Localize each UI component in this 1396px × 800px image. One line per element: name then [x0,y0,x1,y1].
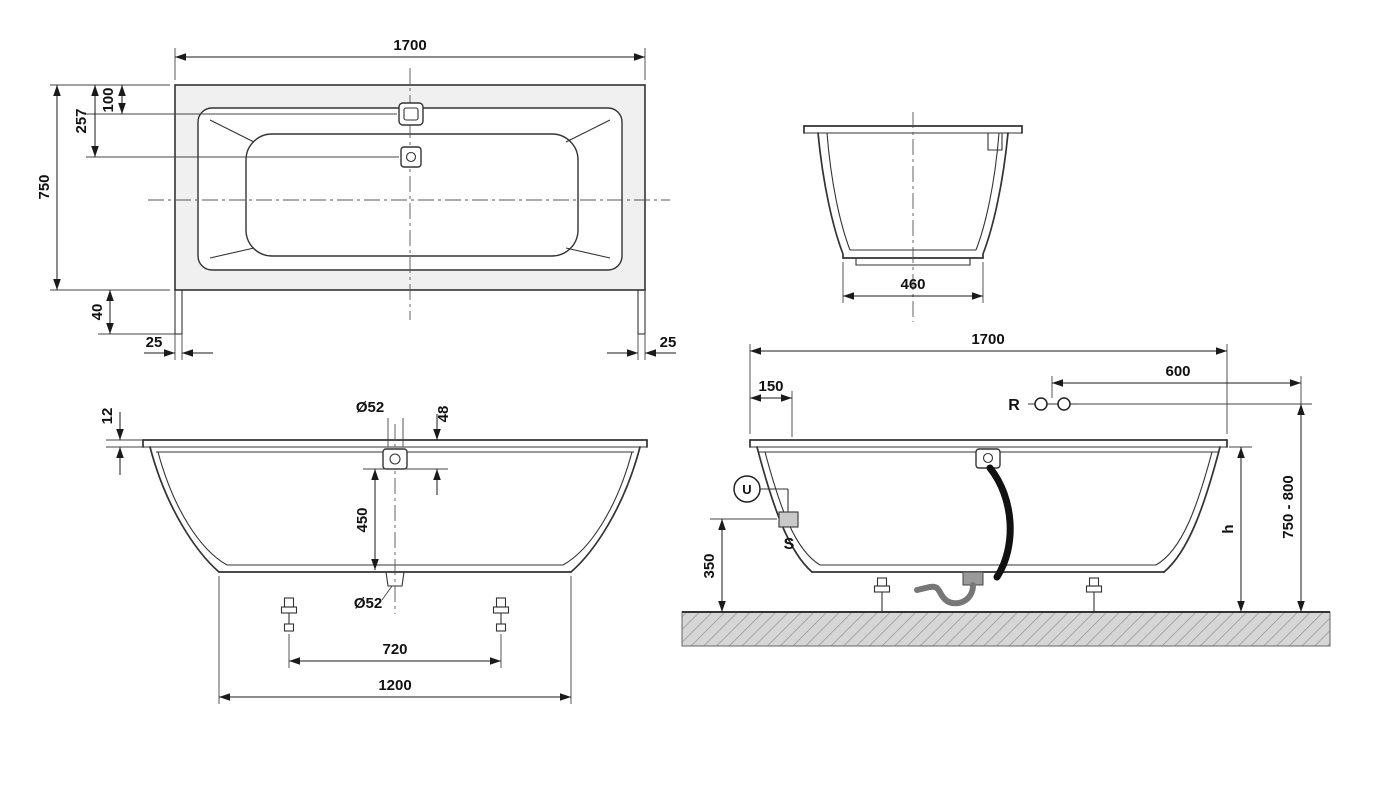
label-trap: S [784,536,795,553]
dim-inset-right: 25 [660,334,677,351]
foot-nut [873,585,891,593]
filler-fitting [400,146,422,168]
dim-plan-width: 750 [36,174,53,199]
corner-line [565,247,611,259]
leader-line [381,585,393,601]
end-section-view: 460 [803,112,1023,322]
dim-fitting-offset-1: 100 [100,87,117,112]
foot-nut [280,606,298,614]
dim-overflow-drop: 48 [435,406,452,423]
dim-connection-offset: 600 [1165,363,1190,380]
wall-outer-right [570,446,641,573]
wall-outer-left [149,446,220,573]
dim-feet-spacing: 720 [382,641,407,658]
plan-view: 1700 750 100 257 40 25 25 [36,37,676,360]
long-section-view: Ø52 48 450 Ø52 720 1200 [99,399,648,704]
flexible-waste-hose [986,464,1014,581]
wall-inner-right [562,451,633,566]
trap-connection-fitting [778,511,799,528]
wall-outer-right [1163,446,1221,573]
dim-fitting-offset-2: 257 [73,108,90,133]
dim-connection-height: 750 - 800 [1280,475,1297,538]
dim-inset-left: 25 [146,334,163,351]
foot-left [280,597,298,632]
wall-inner-left [826,132,851,251]
label-overflow: U [742,482,751,497]
overflow-fitting-detail [389,453,401,465]
drain-trap-pipe [914,582,976,607]
foot-bolt [283,597,295,608]
dim-overflow-diameter: Ø52 [356,399,384,416]
tub-basin-outline [245,133,579,257]
dim-drain-diameter: Ø52 [354,595,382,612]
drain-outlet [385,571,405,587]
connection-point-icon [1057,397,1071,411]
overflow-fitting [382,448,408,470]
dim-inner-depth: 450 [354,507,371,532]
dim-base-length: 1200 [378,677,411,694]
overflow-notch [987,133,1003,151]
connection-point-icon [1034,397,1048,411]
installation-view: 1700 150 R 600 U S 350 h 750 - 800 [681,331,1331,647]
label-water-connection: R [1008,397,1020,414]
wall-inner-right [975,132,1000,251]
foot-bolt [1088,577,1100,587]
wall-outer-left [756,446,813,573]
wall-inner-right [1155,451,1213,566]
foot-bolt [495,597,507,608]
dim-rim-height: h [1220,524,1237,533]
base-ring [855,258,971,266]
wall-outer-right [982,132,1009,259]
foot-right [492,597,510,632]
dim-apron-height: 40 [89,304,106,321]
foot-base [283,623,295,632]
foot-nut [492,606,510,614]
corner-line [209,247,255,259]
wall-outer-left [817,132,844,259]
waste-fitting-detail [982,452,994,464]
corner-line [565,119,611,143]
wall-inner-left [157,451,228,566]
dim-overflow-offset: 150 [758,378,783,395]
filler-fitting-detail [405,151,417,163]
dim-install-length: 1700 [971,331,1004,348]
overflow-fitting [398,102,424,126]
dim-rim-thickness: 12 [99,408,116,425]
floor-slab [681,611,1331,647]
corner-line [209,119,255,143]
dim-trap-height: 350 [701,553,718,578]
foot-base [495,623,507,632]
foot-nut [1085,585,1103,593]
overflow-fitting-detail [403,107,419,121]
foot-right [1085,577,1103,612]
dim-base-width: 460 [900,276,925,293]
dim-plan-length: 1700 [393,37,426,54]
foot-bolt [876,577,888,587]
foot-left [873,577,891,612]
